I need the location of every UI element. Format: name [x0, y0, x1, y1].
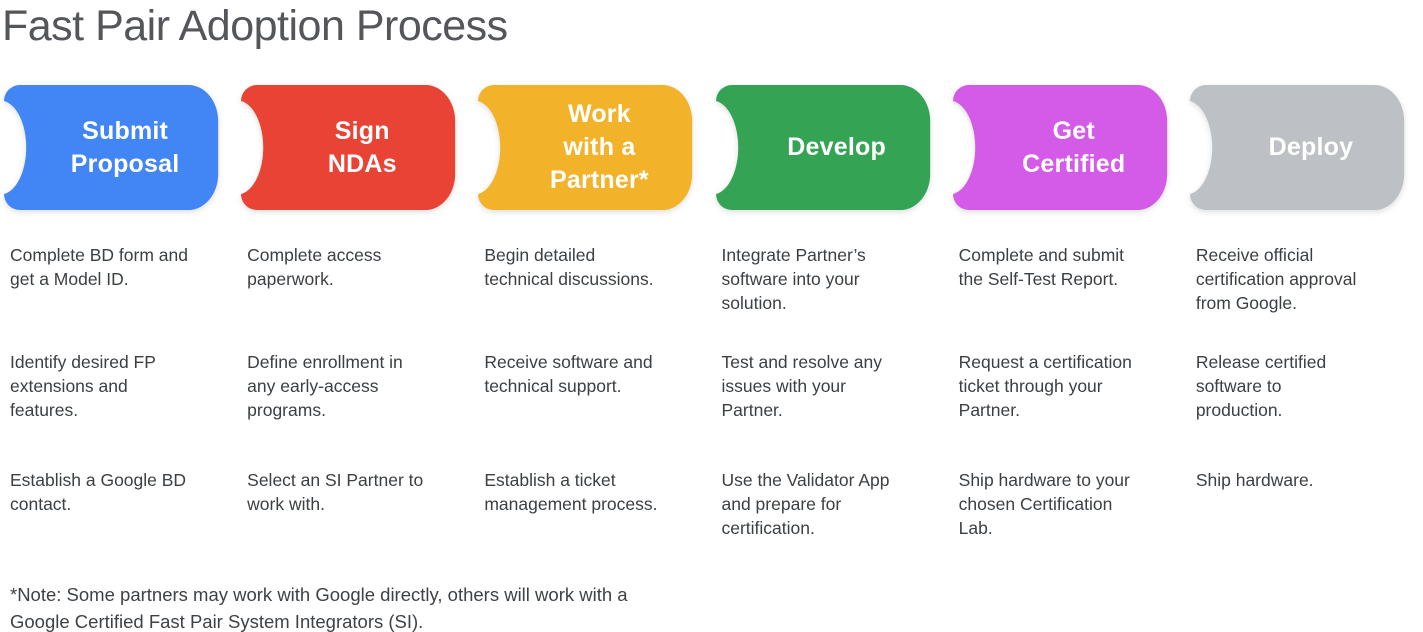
stage-label: Work with a Partner*	[549, 100, 649, 194]
footnote: *Note: Some partners may work with Googl…	[10, 584, 628, 632]
stage-step: Establish a Google BD contact.	[10, 470, 187, 514]
stage-step: Test and resolve any issues with your Pa…	[721, 352, 883, 420]
stage-label: Get Certified	[1022, 116, 1126, 178]
stage-step: Integrate Partner’s software into your s…	[721, 245, 866, 313]
stage-step: Receive official certification approval …	[1195, 245, 1357, 313]
stage-develop: Develop	[712, 85, 949, 210]
stage-label: Sign NDAs	[327, 116, 397, 178]
stage-label: Develop	[787, 133, 886, 161]
stage-step: Identify desired FP extensions and featu…	[10, 352, 156, 420]
stage-steps-grid: Complete BD form and get a Model ID. Com…	[0, 243, 1423, 540]
stage-step: Request a certification ticket through y…	[958, 352, 1132, 420]
stage-step: Use the Validator App and prepare for ce…	[721, 470, 890, 538]
stage-step: Complete BD form and get a Model ID.	[10, 245, 188, 289]
stage-step: Begin detailed technical discussions.	[484, 245, 654, 289]
stage-deploy: Deploy	[1186, 85, 1423, 210]
stage-step: Select an SI Partner to work with.	[247, 470, 424, 514]
stage-pill-shape	[715, 85, 930, 210]
stage-step: Receive software and technical support.	[484, 352, 653, 396]
page-title: Fast Pair Adoption Process	[2, 2, 508, 50]
stage-work-with-partner: Work with a Partner*	[474, 85, 711, 210]
stage-step: Ship hardware.	[1195, 470, 1314, 490]
stage-submit-proposal: Submit Proposal	[0, 85, 237, 210]
stage-step: Establish a ticket management process.	[484, 470, 658, 514]
stage-sign-ndas: Sign NDAs	[237, 85, 474, 210]
stage-label: Deploy	[1268, 133, 1354, 161]
stage-step: Release certified software to production…	[1195, 352, 1327, 420]
stage-pill-shape	[478, 85, 693, 210]
stage-get-certified: Get Certified	[949, 85, 1186, 210]
stage-label: Submit Proposal	[70, 116, 180, 178]
process-stage-row: Submit Proposal Sign NDAs Work with a Pa…	[0, 85, 1423, 210]
stage-step: Ship hardware to your chosen Certificati…	[958, 470, 1130, 538]
stage-pill-shape	[1189, 85, 1405, 210]
stage-step: Complete and submit the Self-Test Report…	[958, 245, 1125, 289]
stage-pill-shape	[952, 85, 1167, 210]
stage-pill-shape	[4, 85, 219, 210]
stage-step: Define enrollment in any early-access pr…	[247, 352, 403, 420]
stage-step: Complete access paperwork.	[247, 245, 382, 289]
stage-pill-shape	[241, 85, 456, 210]
